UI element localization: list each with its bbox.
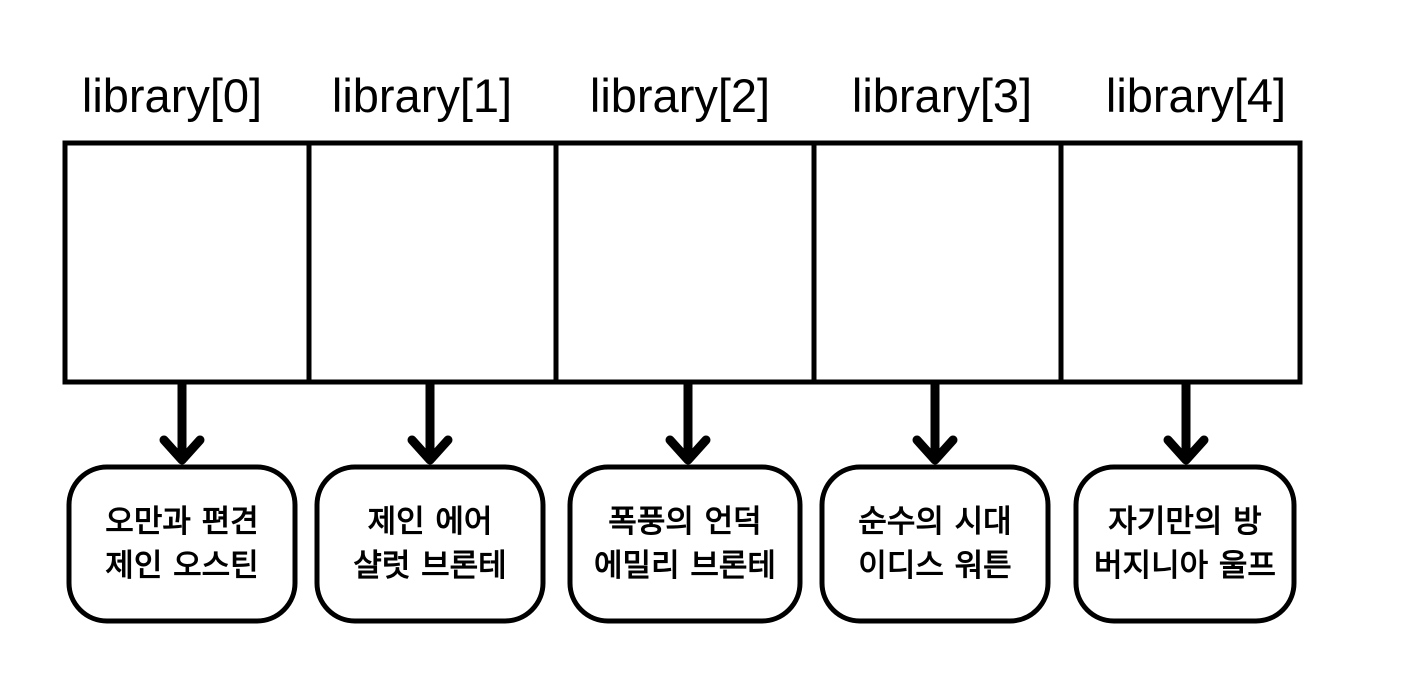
book-author-3: 이디스 워튼 — [858, 548, 1011, 584]
index-label-0: library[0] — [82, 69, 262, 122]
book-title-4: 자기만의 방 — [1108, 504, 1261, 540]
book-node-0: 오만과 편견 제인 오스틴 — [66, 464, 298, 624]
book-node-3: 순수의 시대 이디스 워튼 — [819, 464, 1051, 624]
book-node-2: 폭풍의 언덕 에밀리 브론테 — [567, 464, 803, 624]
index-label-2: library[2] — [590, 69, 770, 122]
book-author-0: 제인 오스틴 — [105, 548, 258, 584]
array-cell-0 — [62, 140, 312, 385]
book-author-4: 버지니아 울프 — [1094, 548, 1276, 584]
reference-arrow-3 — [912, 382, 958, 465]
reference-arrow-4 — [1163, 382, 1209, 465]
book-node-1: 제인 에어 샬럿 브론테 — [314, 464, 546, 624]
array-cell-2 — [553, 140, 817, 385]
reference-arrow-2 — [665, 382, 711, 465]
array-cell-3 — [811, 140, 1064, 385]
book-node-4: 자기만의 방 버지니아 울프 — [1073, 464, 1297, 624]
array-cell-4 — [1058, 140, 1303, 385]
reference-arrow-1 — [407, 382, 453, 465]
array-cell-1 — [306, 140, 559, 385]
index-label-1: library[1] — [332, 69, 512, 122]
index-label-4: library[4] — [1106, 69, 1286, 122]
book-title-0: 오만과 편견 — [105, 504, 258, 540]
index-label-3: library[3] — [852, 69, 1032, 122]
book-title-3: 순수의 시대 — [858, 504, 1011, 540]
book-title-2: 폭풍의 언덕 — [608, 504, 761, 540]
book-author-2: 에밀리 브론테 — [594, 548, 776, 584]
book-author-1: 샬럿 브론테 — [353, 548, 506, 584]
book-title-1: 제인 에어 — [368, 504, 493, 540]
reference-arrow-0 — [159, 382, 205, 465]
